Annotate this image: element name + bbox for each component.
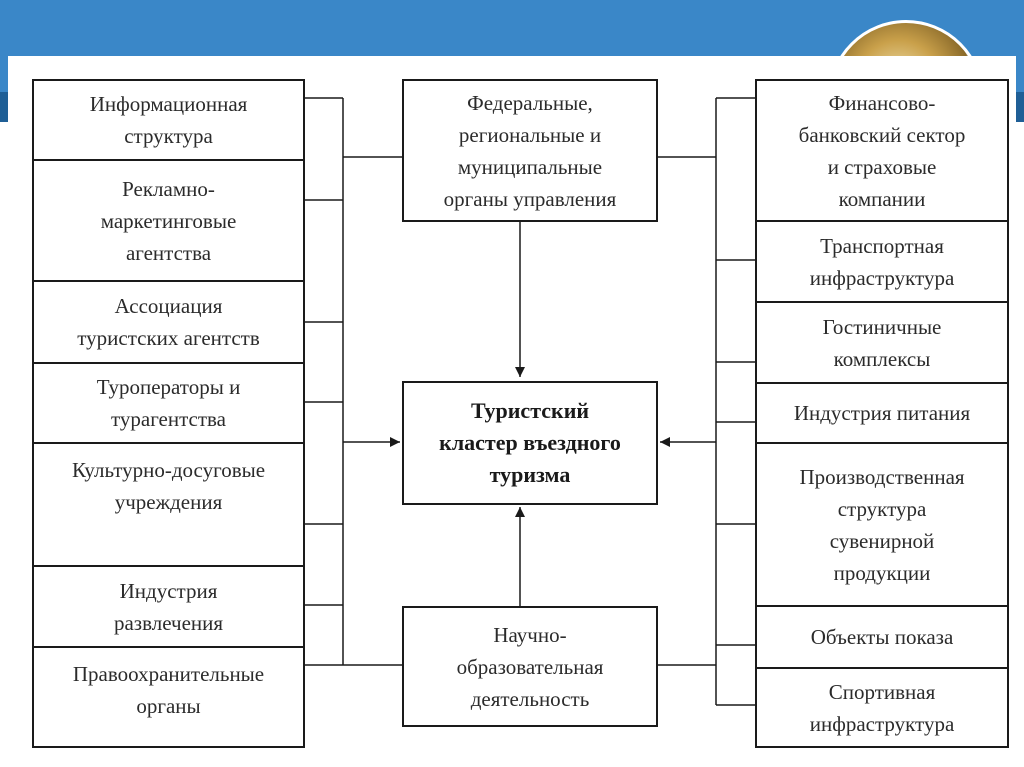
left-box-tour-operators: Туроператоры и турагентства (32, 362, 305, 444)
left-box-label: Индустрия развлечения (113, 578, 224, 635)
right-box-transport-infrastructure: Транспортная инфраструктура (755, 220, 1009, 303)
left-box-information-structure: Информационная структура (32, 79, 305, 161)
left-box-tourist-agencies-association: Ассоциация туристских агентств (32, 280, 305, 364)
top-center-box-government: Федеральные, региональные и муниципальны… (402, 79, 658, 222)
center-box-tourist-cluster: Туристский кластер въездного туризма (402, 381, 658, 505)
right-box-finance-banking: Финансово- банковский сектор и страховые… (755, 79, 1009, 222)
left-box-label: Рекламно- маркетинговые агентства (100, 176, 237, 265)
left-box-label: Культурно-досуговые учреждения (71, 458, 266, 514)
left-box-label: Правоохранительные органы (72, 662, 265, 718)
left-box-label: Ассоциация туристских агентств (77, 294, 260, 350)
bottom-center-label: Научно- образовательная деятельность (456, 622, 604, 711)
right-box-label: Производственная структура сувенирной пр… (799, 464, 965, 585)
right-box-sports-infrastructure: Спортивная инфраструктура (755, 667, 1009, 748)
bottom-center-box-science-education: Научно- образовательная деятельность (402, 606, 658, 727)
right-box-label: Гостиничные комплексы (822, 314, 942, 371)
right-box-hotel-complexes: Гостиничные комплексы (755, 301, 1009, 384)
left-box-cultural-institutions: Культурно-досуговые учреждения (32, 442, 305, 567)
left-box-entertainment-industry: Индустрия развлечения (32, 565, 305, 648)
right-box-food-industry: Индустрия питания (755, 382, 1009, 444)
left-box-advertising-agencies: Рекламно- маркетинговые агентства (32, 159, 305, 282)
center-label: Туристский кластер въездного туризма (439, 398, 621, 487)
right-box-souvenir-production: Производственная структура сувенирной пр… (755, 442, 1009, 607)
right-box-label: Финансово- банковский сектор и страховые… (798, 90, 966, 211)
top-center-label: Федеральные, региональные и муниципальны… (443, 90, 617, 211)
right-box-label: Индустрия питания (793, 401, 971, 425)
left-box-label: Туроператоры и турагентства (96, 375, 241, 431)
right-box-sightseeing-objects: Объекты показа (755, 605, 1009, 669)
left-box-law-enforcement: Правоохранительные органы (32, 646, 305, 748)
right-box-label: Спортивная инфраструктура (809, 679, 955, 736)
right-box-label: Транспортная инфраструктура (809, 233, 955, 290)
left-box-label: Информационная структура (89, 92, 248, 148)
right-box-label: Объекты показа (810, 625, 954, 649)
